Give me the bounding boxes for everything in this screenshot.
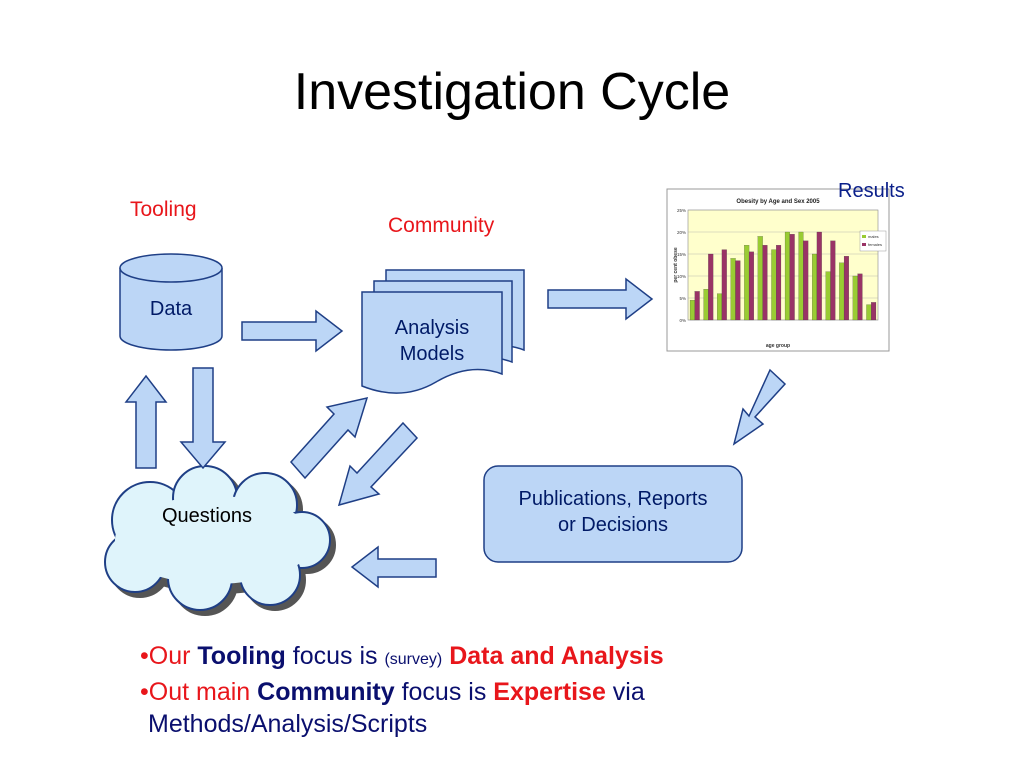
results-chart: Obesity by Age and Sex 2005 25% 20% 15% 10%… <box>666 188 890 352</box>
chart-bar-males <box>757 236 763 321</box>
chart-bar-males <box>839 262 845 321</box>
legend-label-males: males <box>868 234 879 239</box>
chart-bar-males <box>730 258 736 321</box>
chart-bar-males <box>717 293 723 321</box>
chart-bar-males <box>852 275 858 321</box>
results-chart-legend: males females <box>859 230 887 252</box>
results-chart-plot-area <box>687 209 879 321</box>
chart-ytick-label: 0% <box>679 318 686 323</box>
arrow-data-to-questions <box>179 367 227 470</box>
chart-ytick-label: 20% <box>677 230 686 235</box>
chart-ytick-label: 25% <box>677 208 686 213</box>
chart-bar-females <box>843 256 849 321</box>
chart-bar-males <box>812 253 818 321</box>
chart-bar-males <box>784 231 790 321</box>
bullet2-part1: Out main <box>148 678 258 706</box>
chart-bar-males <box>866 304 872 321</box>
results-chart-ylabel: per cent obese <box>673 247 679 283</box>
data-cylinder <box>119 253 223 351</box>
chart-bar-males <box>689 300 695 321</box>
publications-label-line1: Publications, Reports <box>518 488 708 510</box>
chart-bar-females <box>721 249 727 321</box>
results-label: Results <box>838 180 905 202</box>
chart-bar-females <box>776 245 782 321</box>
analysis-label: Analysis Models <box>362 315 502 367</box>
bullet-marker: • <box>140 642 149 670</box>
bullet-marker: • <box>140 678 149 706</box>
bullet1-tooling: Tooling <box>197 642 286 670</box>
questions-cloud <box>104 465 331 611</box>
legend-swatch-males <box>862 235 866 238</box>
bullet2-continuation: Methods/Analysis/Scripts <box>148 710 428 738</box>
arrow-questions-to-data <box>124 374 168 469</box>
chart-bar-males <box>744 245 750 321</box>
bullet-item-tooling: •Our Tooling focus is (survey) Data and … <box>140 640 860 676</box>
bullet-item-community: •Out main Community focus is Expertise v… <box>140 676 860 708</box>
tooling-label: Tooling <box>130 198 197 221</box>
results-chart-bars <box>689 231 877 321</box>
chart-ytick-label: 5% <box>679 296 686 301</box>
bullet1-data-analysis: Data and Analysis <box>449 642 664 670</box>
chart-bar-females <box>803 240 809 321</box>
chart-bar-females <box>857 273 863 321</box>
chart-bar-males <box>703 289 709 321</box>
chart-bar-males <box>798 231 804 321</box>
arrow-questions-to-analysis <box>289 396 369 480</box>
chart-ytick-label: 15% <box>677 252 686 257</box>
chart-bar-males <box>771 249 777 321</box>
results-chart-title: Obesity by Age and Sex 2005 <box>736 199 820 205</box>
publications-label: Publications, Reports or Decisions <box>484 486 742 538</box>
chart-bar-females <box>816 231 822 321</box>
chart-bar-females <box>830 240 836 321</box>
arrow-data-to-analysis <box>241 309 344 353</box>
chart-ytick-label: 10% <box>677 274 686 279</box>
data-label: Data <box>149 298 193 320</box>
bullet1-part3: focus is <box>285 642 385 670</box>
arrow-results-to-publications <box>732 368 787 446</box>
arrow-analysis-to-questions <box>337 421 419 507</box>
bullet2-expertise: Expertise <box>493 678 606 706</box>
chart-bar-females <box>748 251 754 321</box>
results-chart-xlabel: age group <box>766 343 790 349</box>
chart-bar-females <box>762 245 768 321</box>
bullet-list: •Our Tooling focus is (survey) Data and … <box>140 640 860 740</box>
legend-label-females: females <box>868 242 882 247</box>
questions-label: Questions <box>161 505 253 527</box>
page-title: Investigation Cycle <box>293 63 731 121</box>
analysis-label-line1: Analysis <box>394 317 470 339</box>
bullet2-community: Community <box>257 678 395 706</box>
arrow-publications-to-questions <box>350 545 437 589</box>
chart-bar-females <box>871 302 877 321</box>
chart-bar-females <box>789 234 795 321</box>
publications-label-line2: or Decisions <box>557 514 669 536</box>
analysis-documents <box>361 269 525 394</box>
legend-swatch-females <box>862 243 866 246</box>
publications-box <box>483 465 743 563</box>
chart-bar-females <box>735 260 741 321</box>
chart-bar-males <box>825 271 831 321</box>
bullet1-survey: (survey) <box>384 651 443 668</box>
arrow-analysis-to-results <box>547 277 654 321</box>
community-label: Community <box>388 214 495 237</box>
chart-bar-females <box>694 291 700 321</box>
bullet2-via: via <box>605 678 645 706</box>
bullet1-part1: Our <box>148 642 198 670</box>
bullet2-part3: focus is <box>394 678 494 706</box>
chart-bar-females <box>708 253 714 321</box>
analysis-label-line2: Models <box>399 343 465 365</box>
